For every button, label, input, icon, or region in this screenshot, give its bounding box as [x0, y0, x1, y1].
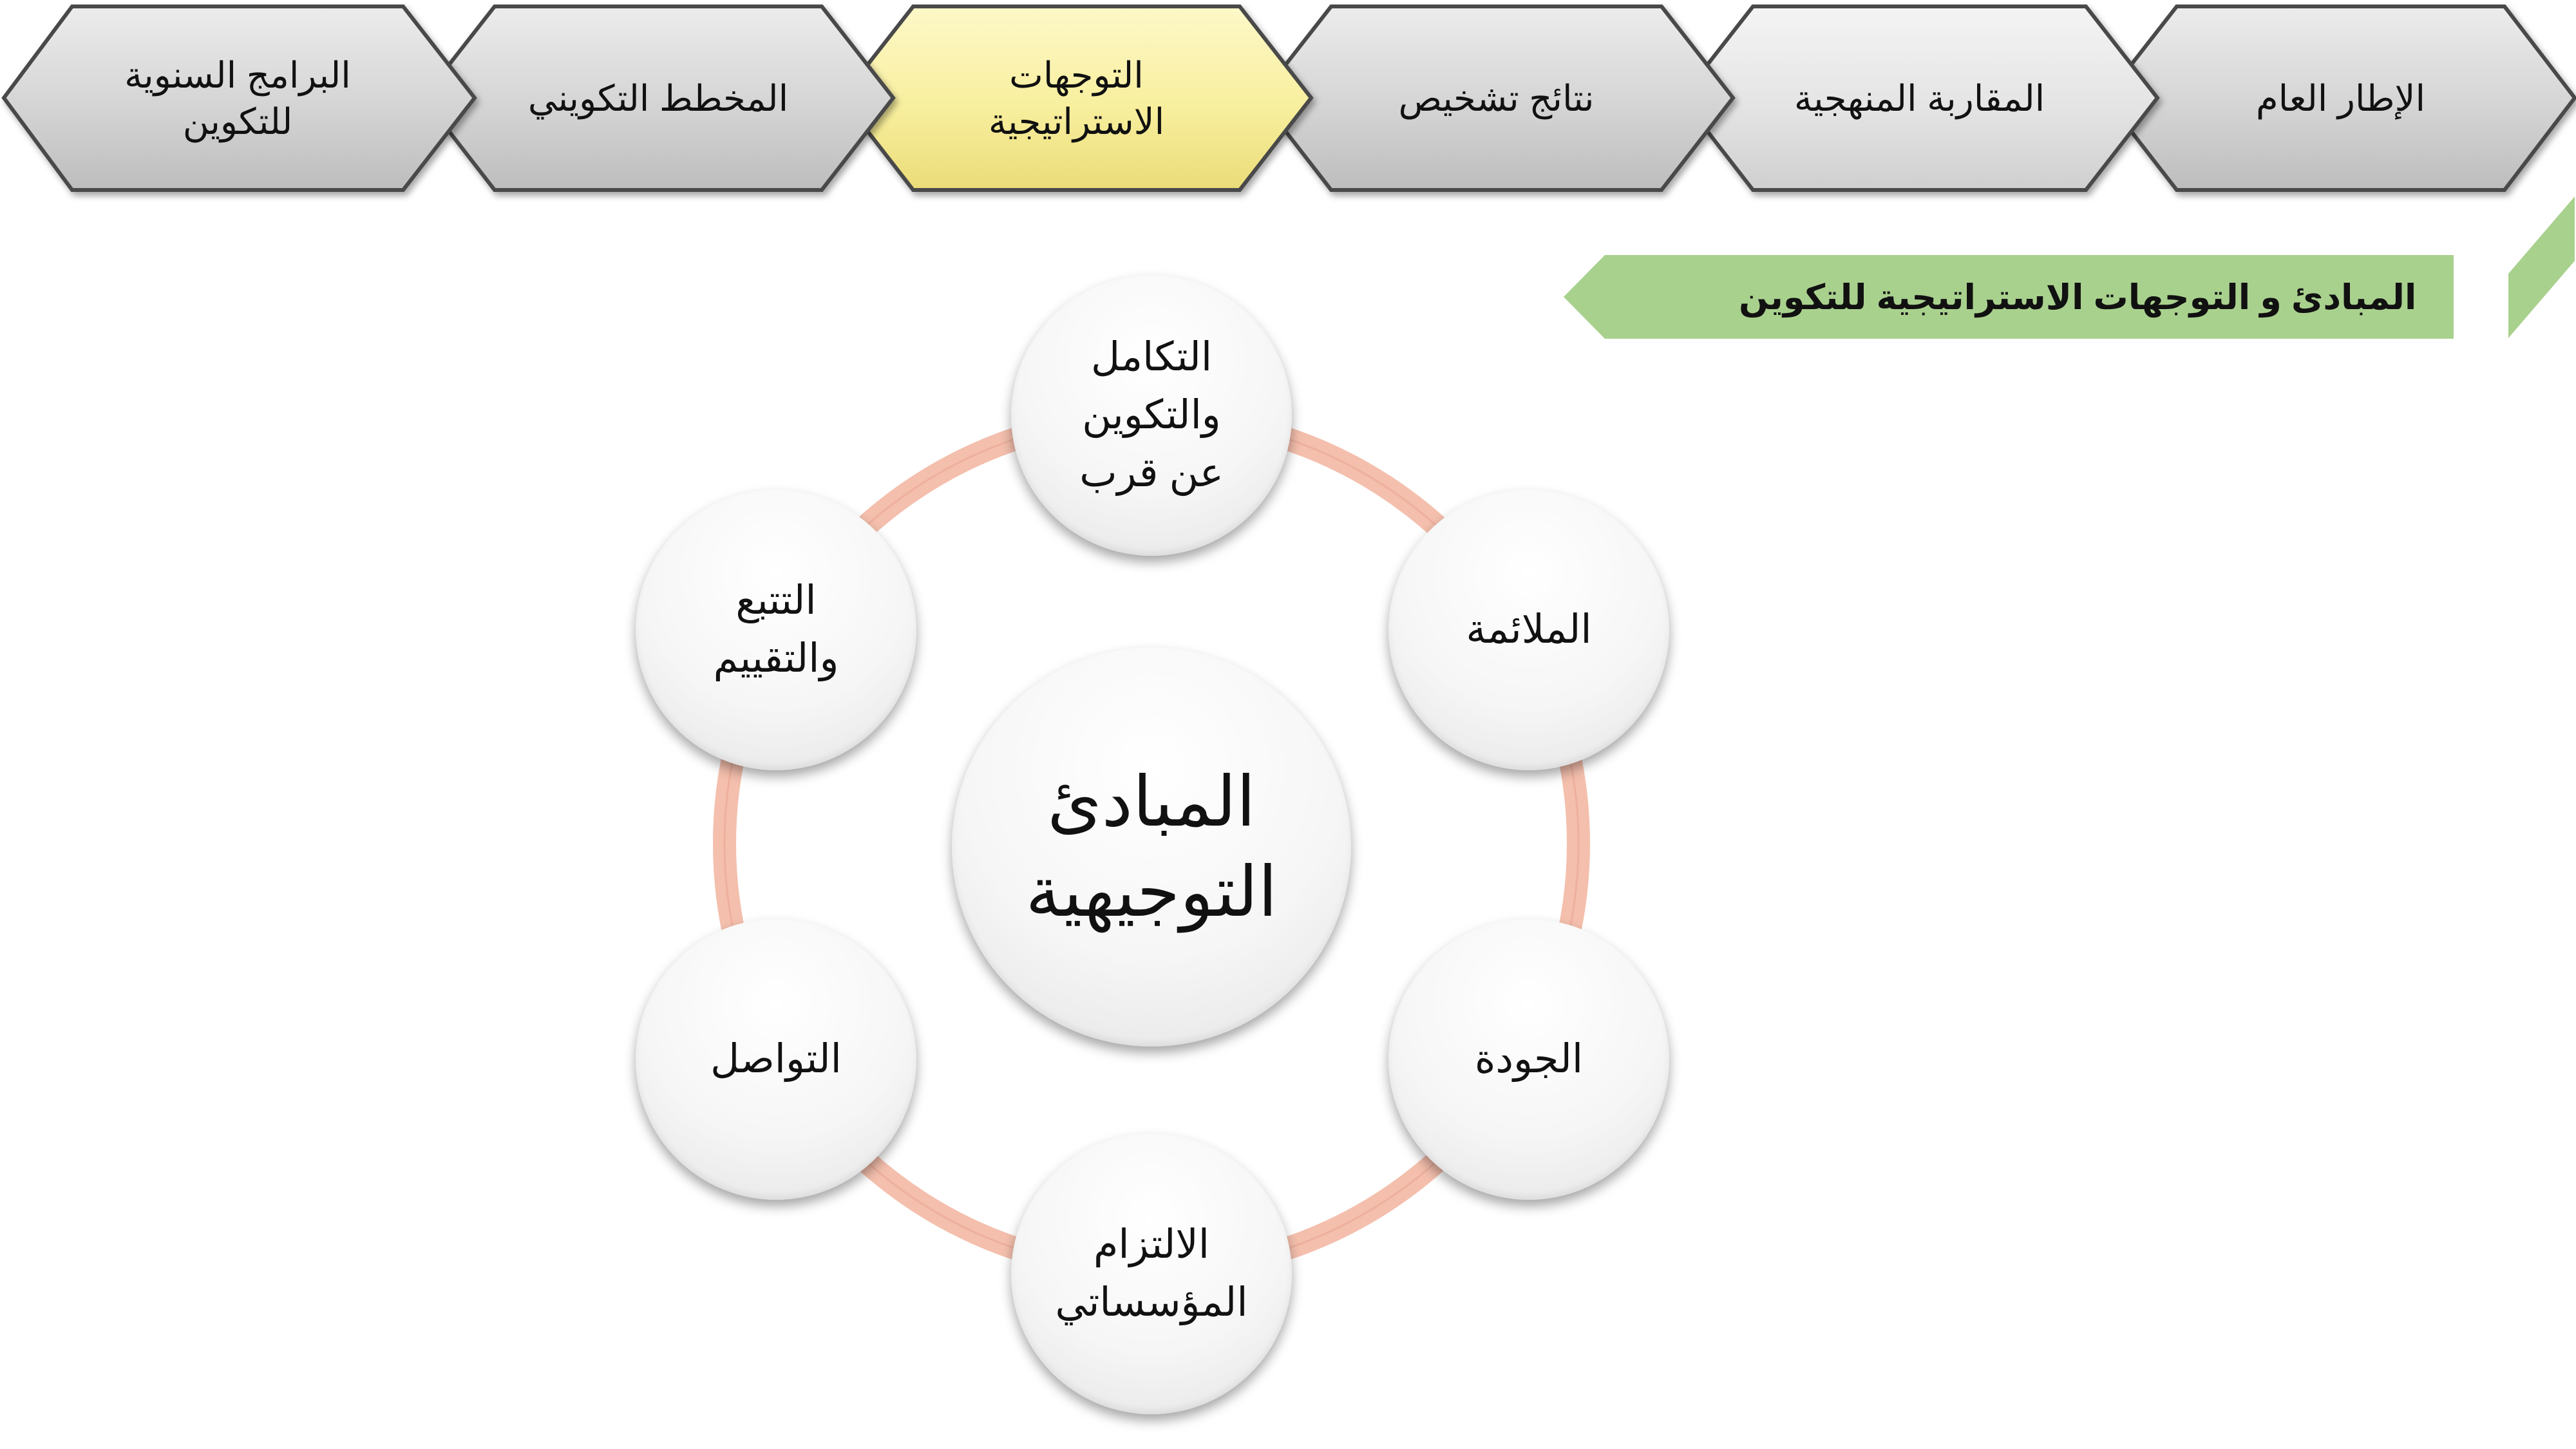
- principle-label-commitment: الالتزام المؤسساتي: [1055, 1222, 1248, 1325]
- principle-node-quality: الجودة: [1388, 919, 1669, 1200]
- section-banner: [1564, 255, 2454, 339]
- principle-label-relevance: الملائمة: [1466, 607, 1592, 652]
- principle-node-commitment: الالتزام المؤسساتي: [1011, 1133, 1292, 1414]
- principle-node-monitoring: التتبع والتقييم: [636, 489, 916, 770]
- principle-node-relevance: الملائمة: [1388, 489, 1669, 770]
- principle-node-communication: التواصل: [636, 919, 916, 1200]
- nav-step-annual-programs[interactable]: [1, 5, 477, 192]
- section-title: المبادئ و التوجهات الاستراتيجية للتكوين: [1739, 278, 2417, 317]
- nav-step-label-training-plan: المخطط التكويني: [527, 77, 789, 118]
- principle-label-communication: التواصل: [710, 1037, 842, 1081]
- center-node-guiding-principles: المبادئ التوجيهية: [952, 647, 1351, 1046]
- nav-step-label-general-framework: الإطار العام: [2255, 77, 2426, 118]
- nav-step-label-methodology: المقاربة المنهجية: [1794, 77, 2045, 118]
- banner-accent-shape: [2508, 196, 2575, 338]
- principle-label-integration: التكامل والتكوين عن قرب: [1079, 335, 1224, 495]
- principle-label-monitoring: التتبع والتقييم: [713, 578, 839, 681]
- principle-node-integration: التكامل والتكوين عن قرب: [1011, 275, 1292, 556]
- center-label: المبادئ التوجيهية: [1025, 762, 1278, 931]
- principle-label-quality: الجودة: [1474, 1037, 1584, 1081]
- nav-step-label-strategic-orientations: التوجهات الاستراتيجية: [988, 54, 1165, 142]
- nav-step-label-diagnosis-results: نتائج تشخيص: [1398, 77, 1595, 118]
- nav-step-label-annual-programs: البرامج السنوية للتكوين: [124, 54, 351, 142]
